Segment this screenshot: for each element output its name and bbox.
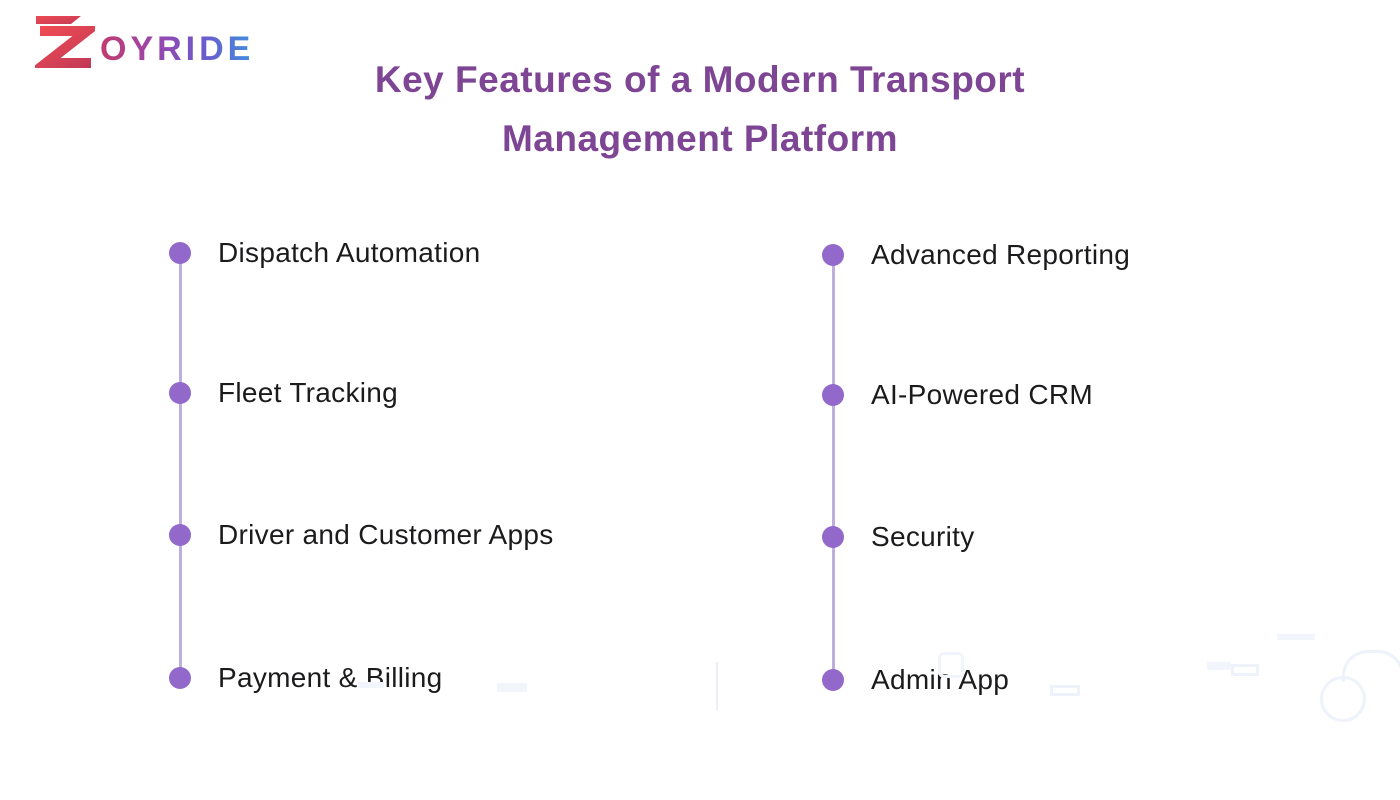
watermark-car-wheel: [1320, 676, 1366, 722]
feature-item: AI-Powered CRM: [822, 379, 1093, 411]
feature-item: Dispatch Automation: [169, 237, 481, 269]
timeline-dot-icon: [822, 526, 844, 548]
watermark-shape: [1231, 664, 1259, 676]
feature-item: Advanced Reporting: [822, 239, 1130, 271]
timeline-dot-icon: [822, 244, 844, 266]
watermark-shape: [1050, 685, 1080, 696]
feature-label: Fleet Tracking: [218, 377, 399, 408]
feature-label: Advanced Reporting: [871, 239, 1131, 270]
watermark-shape: [1277, 634, 1315, 640]
timeline-connector-line: [178, 253, 182, 678]
feature-label: AI-Powered CRM: [871, 379, 1094, 410]
feature-label: Security: [871, 521, 975, 552]
timeline-dot-icon: [822, 669, 844, 691]
timeline-dot-icon: [169, 524, 191, 546]
double-z-icon: [35, 16, 95, 68]
timeline-connector-line: [831, 255, 835, 680]
feature-label: Admin App: [871, 664, 1010, 695]
brand-name: OYRIDE: [100, 22, 254, 66]
timeline-dot-icon: [169, 667, 191, 689]
watermark-line: [716, 662, 718, 710]
watermark-car-body: [1342, 650, 1400, 682]
page-title-line1: Key Features of a Modern Transport: [374, 59, 1026, 100]
page-title: Key Features of a Modern Transport Manag…: [300, 50, 1100, 168]
feature-item: Security: [822, 521, 975, 553]
feature-label: Payment & Billing: [218, 662, 443, 693]
timeline-dot-icon: [169, 382, 191, 404]
feature-label: Dispatch Automation: [218, 237, 481, 268]
feature-item: Fleet Tracking: [169, 377, 398, 409]
zoyride-logo: OYRIDE: [35, 16, 254, 72]
page-title-line2: Management Platform: [501, 118, 898, 159]
watermark-shape: [497, 683, 527, 692]
feature-item: Payment & Billing: [169, 662, 443, 694]
feature-item: Admin App: [822, 664, 1009, 696]
feature-label: Driver and Customer Apps: [218, 519, 554, 550]
feature-item: Driver and Customer Apps: [169, 519, 554, 551]
watermark-shape: [1207, 662, 1231, 670]
timeline-dot-icon: [169, 242, 191, 264]
timeline-dot-icon: [822, 384, 844, 406]
